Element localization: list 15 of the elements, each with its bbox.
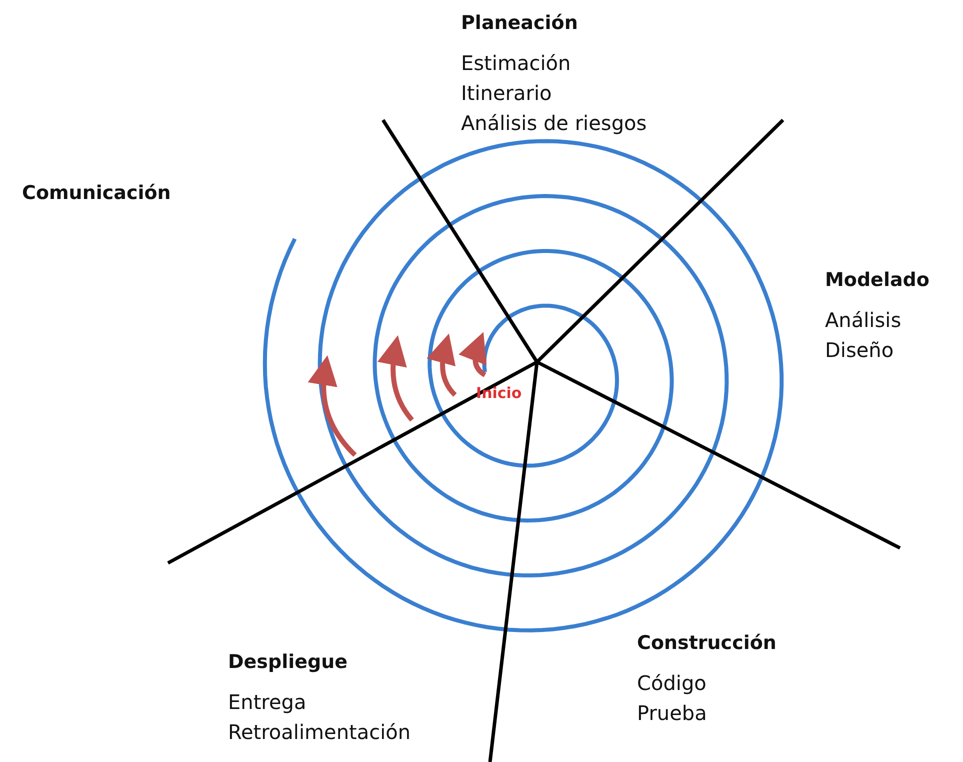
activity-label: Análisis de riesgos — [461, 110, 647, 137]
start-label: Inicio — [476, 383, 522, 404]
phase-heading: Planeación — [461, 11, 578, 36]
activity-label: Retroalimentación — [228, 719, 411, 746]
activity-label: Entrega — [228, 689, 306, 716]
activity-label: Diseño — [825, 337, 894, 364]
phase-heading: Modelado — [825, 268, 930, 293]
phase-heading: Despliegue — [228, 650, 348, 675]
phase-heading: Comunicación — [22, 181, 171, 206]
activity-label: Código — [637, 670, 706, 697]
phase-heading: Construcción — [637, 631, 776, 656]
activity-label: Estimación — [461, 50, 571, 77]
activity-label: Prueba — [637, 700, 707, 727]
activity-label: Itinerario — [461, 80, 552, 107]
activity-label: Análisis — [825, 307, 902, 334]
